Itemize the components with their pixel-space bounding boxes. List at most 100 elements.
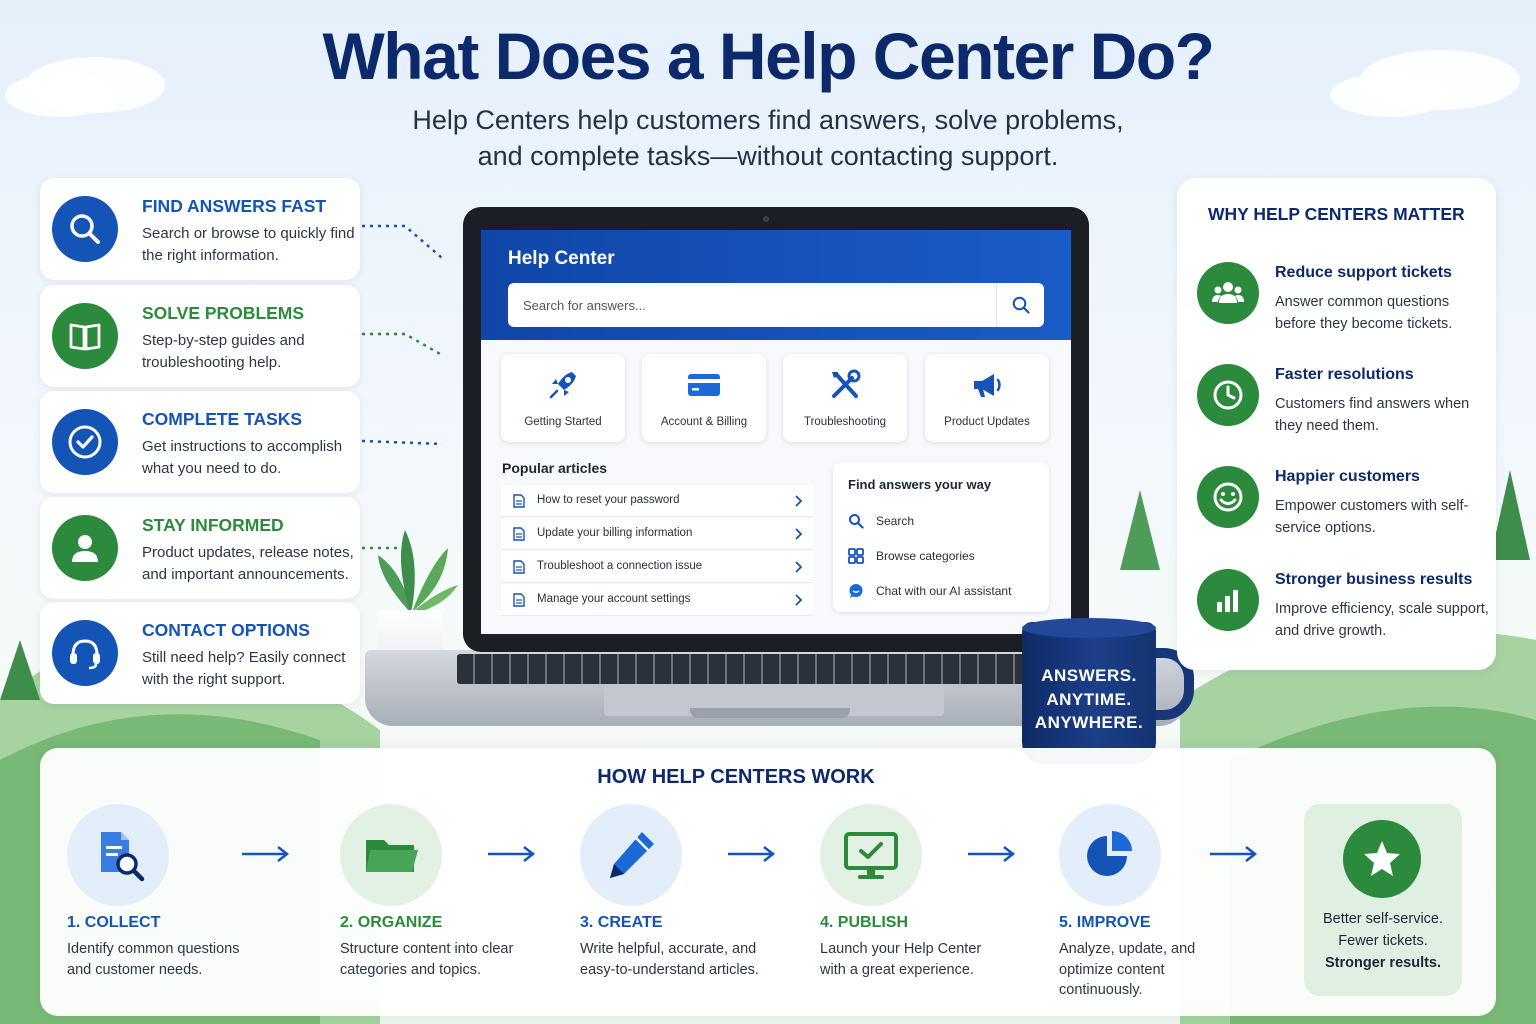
result-box: Better self-service. Fewer tickets. Stro… <box>1304 804 1462 996</box>
user-icon <box>52 515 118 581</box>
ways-title: Find answers your way <box>848 477 992 492</box>
page-title: What Does a Help Center Do? <box>322 19 1215 93</box>
article-title: Troubleshoot a connection issue <box>537 560 703 572</box>
why-item-title: Reduce support tickets <box>1275 264 1452 281</box>
credit-card-icon <box>688 374 720 396</box>
step-desc: Identify common questions and customer n… <box>67 941 240 978</box>
category-label: Getting Started <box>524 416 602 428</box>
search-icon <box>1012 296 1030 314</box>
help-center-screen: Help Center Getting Started Account & Bi… <box>481 230 1071 634</box>
feature-desc: Still need help? Easily connect with the… <box>142 649 346 688</box>
way-label: Search <box>876 514 915 528</box>
why-item-title: Faster resolutions <box>1275 366 1414 383</box>
step-label: 1. COLLECT <box>67 914 161 931</box>
document-icon <box>513 560 525 574</box>
way-label: Chat with our AI assistant <box>876 584 1012 598</box>
smile-icon <box>1197 466 1259 528</box>
feature-complete-tasks: COMPLETE TASKS Get instructions to accom… <box>40 391 360 493</box>
step-create: 3. CREATE Write helpful, accurate, and e… <box>580 804 800 1004</box>
step-desc: Launch your Help Center with a great exp… <box>820 941 982 978</box>
category-label: Troubleshooting <box>803 416 887 428</box>
step-desc: Structure content into clear categories … <box>340 941 514 978</box>
why-item: Happier customers Empower customers with… <box>1197 464 1487 548</box>
pie-chart-icon <box>1059 804 1161 906</box>
chevron-right-icon <box>795 495 803 507</box>
step-label: 4. PUBLISH <box>820 914 909 931</box>
feature-stay-informed: STAY INFORMED Product updates, release n… <box>40 497 360 599</box>
article-title: How to reset your password <box>537 494 680 506</box>
article-item[interactable]: How to reset your password <box>501 485 813 517</box>
chevron-right-icon <box>795 561 803 573</box>
search-input[interactable] <box>508 283 994 327</box>
step-label: 3. CREATE <box>580 914 663 931</box>
pencil-icon <box>580 804 682 906</box>
document-search-icon <box>67 804 169 906</box>
find-answers-panel: Find answers your way Search Browse cate… <box>833 462 1049 612</box>
arrow-right-icon <box>488 846 536 862</box>
category-account-billing[interactable]: Account & Billing <box>642 354 766 442</box>
feature-title: FIND ANSWERS FAST <box>142 196 327 216</box>
feature-desc: Product updates, release notes, and impo… <box>142 544 354 583</box>
page-subtitle: Help Centers help customers find answers… <box>0 102 1536 174</box>
feature-desc: Get instructions to accomplish what you … <box>142 438 343 477</box>
why-item-desc: Customers find answers when they need th… <box>1275 396 1470 434</box>
clock-icon <box>1197 364 1259 426</box>
arrow-right-icon <box>1210 846 1258 862</box>
feature-title: CONTACT OPTIONS <box>142 620 310 640</box>
category-label: Account & Billing <box>660 416 748 428</box>
grid-icon <box>848 548 864 564</box>
feature-title: STAY INFORMED <box>142 515 284 535</box>
subtitle-line-2: and complete tasks—without contacting su… <box>477 141 1059 171</box>
step-improve: 5. IMPROVE Analyze, update, and optimize… <box>1059 804 1279 1004</box>
document-icon <box>513 593 525 607</box>
feature-title: SOLVE PROBLEMS <box>142 303 305 323</box>
step-collect: 1. COLLECT Identify common questions and… <box>67 804 287 1004</box>
mug-rim <box>1022 618 1156 638</box>
category-getting-started[interactable]: Getting Started <box>501 354 625 442</box>
chevron-right-icon <box>795 528 803 540</box>
step-organize: 2. ORGANIZE Structure content into clear… <box>340 804 560 1004</box>
step-desc: Analyze, update, and optimize content co… <box>1059 941 1196 998</box>
bar-chart-icon <box>1197 569 1259 631</box>
chevron-right-icon <box>795 594 803 606</box>
step-label: 5. IMPROVE <box>1059 914 1151 931</box>
search-box <box>508 283 1044 327</box>
popular-articles-title: Popular articles <box>502 460 608 476</box>
feature-desc: Search or browse to quickly find the rig… <box>142 225 355 264</box>
mug-line-3: ANYWHERE. <box>1034 713 1144 732</box>
feature-desc: Step-by-step guides and troubleshooting … <box>142 332 305 371</box>
article-item[interactable]: Troubleshoot a connection issue <box>501 551 813 583</box>
category-product-updates[interactable]: Product Updates <box>925 354 1049 442</box>
why-item: Reduce support tickets Answer common que… <box>1197 260 1487 344</box>
step-desc: Write helpful, accurate, and easy-to-und… <box>580 941 759 978</box>
article-item[interactable]: Manage your account settings <box>501 584 813 616</box>
why-item: Faster resolutions Customers find answer… <box>1197 362 1487 446</box>
arrow-right-icon <box>728 846 776 862</box>
why-title: WHY HELP CENTERS MATTER <box>1208 204 1465 224</box>
search-icon <box>849 514 864 529</box>
how-panel: HOW HELP CENTERS WORK 1. COLLECT Identif… <box>40 748 1496 1016</box>
check-circle-icon <box>52 409 118 475</box>
mug-text: ANSWERS. ANYTIME. ANYWHERE. <box>1022 664 1156 735</box>
article-title: Manage your account settings <box>537 593 691 605</box>
why-item-desc: Empower customers with self-service opti… <box>1275 498 1469 536</box>
why-item-desc: Answer common questions before they beco… <box>1275 294 1453 332</box>
tools-icon <box>832 369 861 398</box>
why-panel: WHY HELP CENTERS MATTER Reduce support t… <box>1177 178 1496 670</box>
document-icon <box>513 527 525 541</box>
headset-icon <box>52 620 118 686</box>
search-button[interactable] <box>996 283 1044 327</box>
why-item: Stronger business results Improve effici… <box>1197 567 1489 651</box>
star-icon <box>1343 820 1421 898</box>
mug <box>1022 622 1156 764</box>
arrow-right-icon <box>242 846 290 862</box>
search-icon <box>52 196 118 262</box>
category-troubleshooting[interactable]: Troubleshooting <box>783 354 907 442</box>
chat-icon <box>849 584 863 598</box>
rocket-icon <box>549 372 576 399</box>
article-item[interactable]: Update your billing information <box>501 518 813 550</box>
feature-contact-options: CONTACT OPTIONS Still need help? Easily … <box>40 602 360 704</box>
laptop-keyboard <box>457 654 1079 684</box>
category-label: Product Updates <box>944 416 1030 428</box>
monitor-check-icon <box>820 804 922 906</box>
